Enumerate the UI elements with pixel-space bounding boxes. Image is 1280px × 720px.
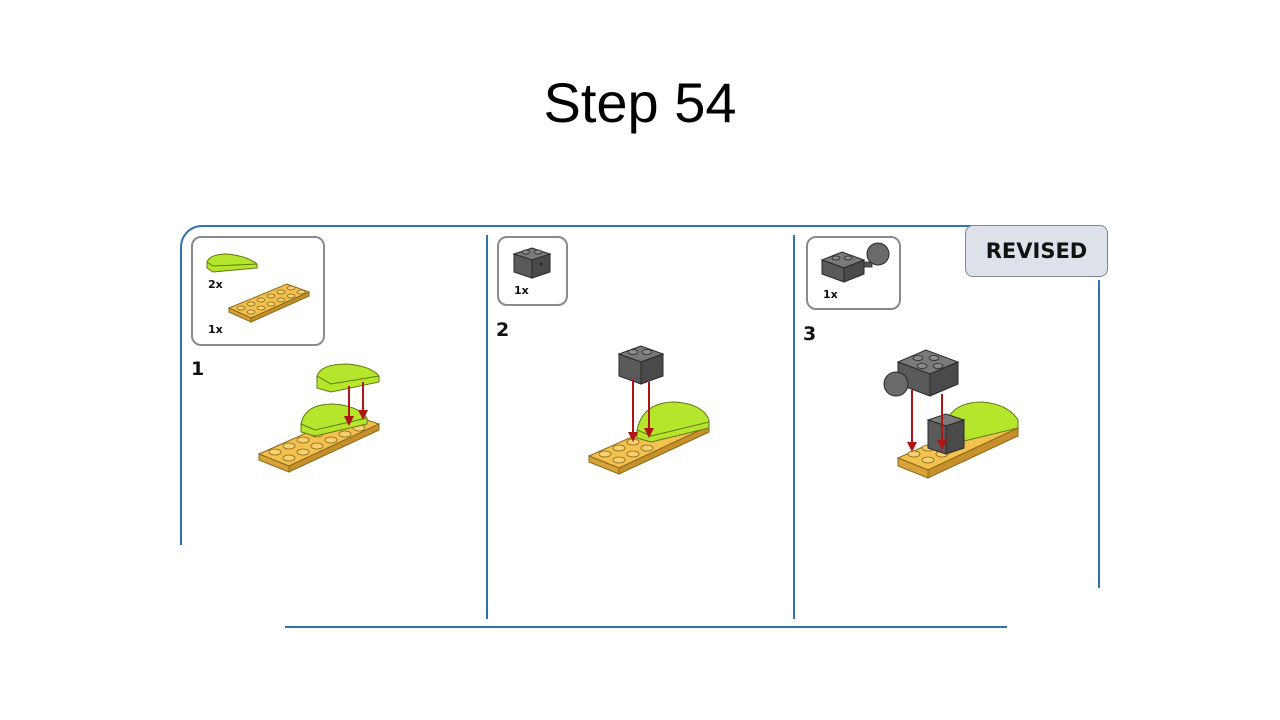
step-2-assembly-illustration xyxy=(587,345,711,475)
dark-ball-joint-brick-icon xyxy=(820,242,890,283)
slide-title: Step 54 xyxy=(543,71,737,134)
part-qty: 2x xyxy=(208,278,223,291)
part-qty: 1x xyxy=(514,284,529,297)
lime-slope-brick-icon xyxy=(206,253,258,273)
step-1-assembly-illustration xyxy=(257,363,381,473)
panel-divider xyxy=(793,235,795,619)
step-3-assembly-illustration xyxy=(883,349,1020,479)
panel-divider xyxy=(486,235,488,619)
part-qty: 1x xyxy=(208,323,223,336)
yellow-plate-icon xyxy=(227,283,311,323)
step-number: 2 xyxy=(496,319,510,341)
step-number: 3 xyxy=(803,323,817,345)
frame-right-edge xyxy=(1098,280,1100,588)
step-number: 1 xyxy=(191,358,205,380)
frame-bottom-edge xyxy=(285,626,1007,628)
dark-technic-brick-icon xyxy=(512,247,552,279)
instruction-frame xyxy=(180,225,1100,545)
revised-badge: REVISED xyxy=(965,225,1108,277)
part-qty: 1x xyxy=(823,288,838,301)
